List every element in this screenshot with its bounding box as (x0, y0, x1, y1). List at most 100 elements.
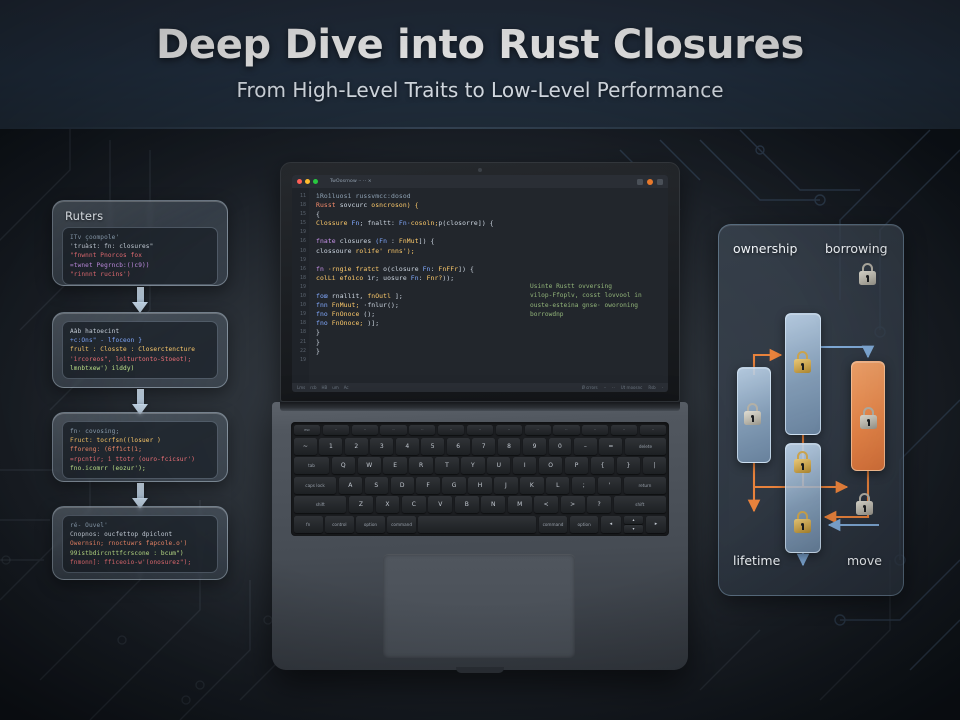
key--[interactable]: ·· (524, 425, 551, 435)
key-8[interactable]: 8 (497, 437, 521, 455)
key-shift[interactable]: shift (613, 496, 667, 514)
key-1[interactable]: 1 (319, 437, 343, 455)
key-i[interactable]: I (513, 457, 537, 475)
key-t[interactable]: T (435, 457, 459, 475)
key--[interactable]: ·· (466, 425, 494, 435)
status-item[interactable]: Lms (297, 385, 306, 390)
editor-tab-label[interactable]: TwOosrnow ·· ·· × (330, 179, 372, 184)
key--[interactable]: ·· (495, 425, 522, 435)
key--[interactable]: ·· (380, 425, 407, 435)
settings-icon[interactable] (637, 178, 643, 185)
laptop-trackpad[interactable] (383, 554, 575, 658)
key-control[interactable]: control (325, 515, 354, 533)
key-return[interactable]: return (623, 476, 666, 494)
key-c[interactable]: C (401, 496, 426, 514)
key-y[interactable]: Y (461, 457, 485, 475)
key-arrow-right[interactable]: ▸ (646, 515, 666, 533)
key-command[interactable]: command (538, 515, 568, 533)
layout-icon[interactable] (657, 178, 663, 185)
status-item[interactable]: um (332, 385, 339, 390)
key-v[interactable]: V (428, 496, 453, 514)
flow-card-3[interactable]: fn· covosing; Fruct: tocrfsn((losuer ) f… (52, 412, 228, 482)
key-6[interactable]: 6 (446, 437, 470, 455)
key-option[interactable]: option (356, 515, 385, 533)
key-w[interactable]: W (357, 457, 381, 475)
key--[interactable]: ~ (294, 437, 317, 455)
key-f[interactable]: F (416, 476, 440, 494)
key--[interactable]: ·· (553, 425, 580, 435)
key--[interactable]: > (560, 496, 585, 514)
key-delete[interactable]: delete (624, 437, 667, 455)
key--[interactable]: ·· (438, 425, 465, 435)
key-e[interactable]: E (383, 457, 407, 475)
key--[interactable]: ? (587, 496, 611, 514)
key-esc[interactable]: esc (294, 425, 321, 435)
flow-card-1[interactable]: Ruters ITv çoompole' 'truàst: fn: closur… (52, 200, 228, 286)
status-item[interactable]: HB (321, 385, 328, 390)
key--[interactable]: ·· (639, 425, 666, 435)
key-command[interactable]: command (387, 515, 416, 533)
key-arrow-up[interactable]: ▴ (623, 515, 644, 524)
key-o[interactable]: O (538, 457, 563, 475)
key-r[interactable]: R (409, 457, 433, 475)
key-q[interactable]: Q (331, 457, 355, 475)
key-m[interactable]: M (507, 496, 532, 514)
status-item[interactable]: Ut rnoosnc (620, 385, 643, 390)
key--[interactable]: ·· (610, 425, 638, 435)
key-9[interactable]: 9 (523, 437, 546, 455)
key-h[interactable]: H (468, 476, 492, 494)
run-icon[interactable] (647, 178, 653, 185)
status-item[interactable]: ·· (603, 385, 607, 390)
status-item[interactable]: Ø crrors (581, 385, 598, 390)
key--[interactable]: < (534, 496, 559, 514)
key-0[interactable]: 0 (548, 437, 572, 455)
key-shift[interactable]: shift (294, 496, 347, 514)
key-3[interactable]: 3 (370, 437, 394, 455)
status-item[interactable]: · (661, 385, 663, 390)
key-a[interactable]: A (338, 476, 362, 494)
key--[interactable]: ·· (409, 425, 436, 435)
key--[interactable]: – (573, 437, 597, 455)
key-caps-lock[interactable]: caps lock (294, 476, 337, 494)
key-k[interactable]: K (520, 476, 544, 494)
key-n[interactable]: N (481, 496, 506, 514)
key-g[interactable]: G (442, 476, 466, 494)
key-2[interactable]: 2 (344, 437, 368, 455)
key-fn[interactable]: fn (294, 515, 323, 533)
key--[interactable]: = (599, 437, 623, 455)
diagram-node-2[interactable] (785, 313, 821, 435)
key--[interactable]: ' (598, 476, 622, 494)
status-item[interactable]: Rsb (648, 385, 656, 390)
key-s[interactable]: S (364, 476, 388, 494)
key-u[interactable]: U (487, 457, 511, 475)
key--[interactable]: ·· (322, 425, 350, 435)
key-j[interactable]: J (494, 476, 518, 494)
key-arrow-down[interactable]: ▾ (623, 524, 644, 533)
status-item[interactable]: ·· (612, 385, 615, 390)
key--[interactable]: } (616, 457, 641, 475)
key-7[interactable]: 7 (472, 437, 496, 455)
minimize-icon[interactable] (305, 179, 310, 184)
key-p[interactable]: P (564, 457, 589, 475)
close-icon[interactable] (297, 179, 302, 184)
key--[interactable]: ·· (582, 425, 609, 435)
key-5[interactable]: 5 (421, 437, 445, 455)
key--[interactable]: ·· (351, 425, 378, 435)
maximize-icon[interactable] (313, 179, 318, 184)
key-b[interactable]: B (454, 496, 479, 514)
status-item[interactable]: Ac (343, 385, 349, 390)
flow-card-4[interactable]: ré- Ouvel' Cnopnos: oucfettop dpiclont O… (52, 506, 228, 580)
key--[interactable]: ; (572, 476, 596, 494)
key-d[interactable]: D (390, 476, 414, 494)
key--[interactable]: | (642, 457, 666, 475)
key-tab[interactable]: tab (294, 457, 329, 475)
key-arrow-left[interactable]: ◂ (600, 515, 621, 533)
status-item[interactable]: rcb (310, 385, 317, 390)
key--[interactable]: { (590, 457, 615, 475)
flow-card-2[interactable]: Aàb hatoecint +c:Ons" - lfoceon } frult … (52, 312, 228, 388)
key-4[interactable]: 4 (395, 437, 419, 455)
key-space[interactable] (418, 515, 537, 533)
key-x[interactable]: X (375, 496, 400, 514)
